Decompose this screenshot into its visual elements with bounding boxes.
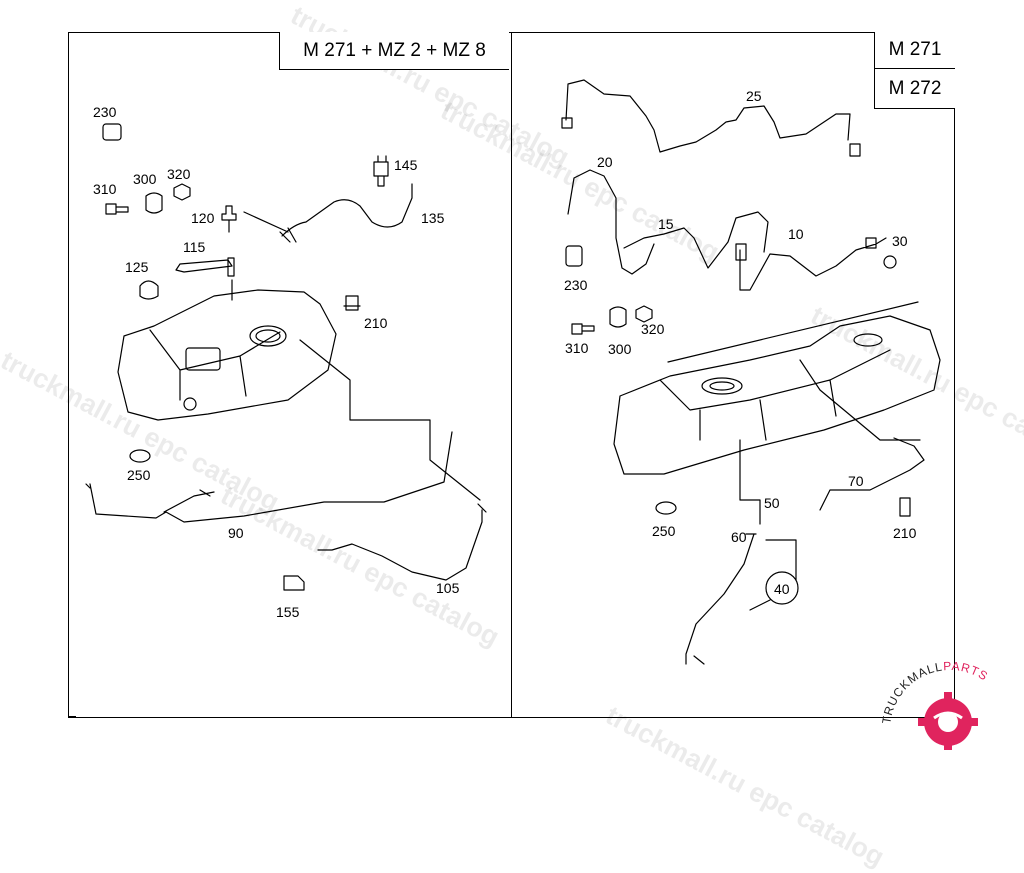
part-250-pad (129, 449, 151, 463)
fuel-tank-left (117, 289, 337, 421)
part-number-label: 230 (564, 277, 588, 293)
part-20-line (567, 169, 655, 275)
part-number-label: 135 (421, 210, 445, 226)
part-15-line (623, 211, 769, 269)
part-number-label: 105 (436, 580, 460, 596)
part-number-label: 310 (565, 340, 589, 356)
part-number-label: 210 (893, 525, 917, 541)
truckmall-parts-logo: TRUCKMALLPARTS (879, 659, 1020, 752)
frame-tick (68, 716, 76, 718)
engine-variant-title-left: M 271 + MZ 2 + MZ 8 (279, 32, 509, 70)
part-115-hose (175, 257, 235, 277)
part-number-label: 30 (892, 233, 908, 249)
part-10-line (735, 237, 887, 291)
fuel-tank-right (613, 315, 941, 475)
engine-variant-title-m271: M 271 (874, 32, 955, 69)
part-number-label: 300 (608, 341, 632, 357)
part-number-label: 145 (394, 157, 418, 173)
part-310-bolt-right (571, 323, 595, 335)
part-320-nut-right (635, 305, 653, 323)
part-90-line (85, 431, 453, 523)
part-number-label: 120 (191, 210, 215, 226)
part-30-ring (883, 255, 897, 269)
part-number-label: 70 (848, 473, 864, 489)
part-230-clip (102, 123, 122, 141)
part-number-label: 25 (746, 88, 762, 104)
part-number-label: 300 (133, 171, 157, 187)
part-310-bolt (105, 203, 129, 215)
part-number-label: 250 (652, 523, 676, 539)
part-number-label: 10 (788, 226, 804, 242)
part-155-connector (283, 575, 305, 591)
part-210-bracket-right (899, 497, 911, 517)
part-number-label: 155 (276, 604, 300, 620)
part-50-hose (739, 439, 761, 525)
part-number-label: 210 (364, 315, 388, 331)
part-70-line (819, 437, 925, 511)
part-120-sensor (221, 205, 237, 233)
part-300-grommet-right (609, 306, 627, 328)
part-number-label: 320 (167, 166, 191, 182)
part-230-clip-right (565, 245, 583, 267)
part-320-nut (173, 183, 191, 201)
part-number-label: 20 (597, 154, 613, 170)
part-number-label: 125 (125, 259, 149, 275)
part-125-clamp (139, 280, 159, 300)
part-number-label: 90 (228, 525, 244, 541)
panel-divider (511, 32, 512, 718)
part-210-bracket (343, 295, 361, 311)
part-number-label: 15 (658, 216, 674, 232)
part-60-filler-line (685, 533, 757, 665)
part-number-label: 320 (641, 321, 665, 337)
part-40-callout-circle (765, 571, 799, 605)
part-number-label: 310 (93, 181, 117, 197)
logo-text-accent: PARTS (943, 660, 991, 684)
part-105-line (317, 503, 487, 581)
parts-line-drawing (85, 79, 941, 665)
part-number-label: 250 (127, 467, 151, 483)
part-number-label: 230 (93, 104, 117, 120)
gear-logo-icon: TRUCKMALLPARTS (879, 659, 991, 752)
part-135-line (279, 183, 413, 243)
part-145-valve (373, 155, 389, 187)
engine-variant-title-m272: M 272 (874, 69, 955, 109)
part-number-label: 60 (731, 529, 747, 545)
part-number-label: 115 (183, 239, 206, 255)
part-number-label: 40 (774, 581, 790, 597)
part-number-label: 50 (764, 495, 780, 511)
part-25-line (561, 79, 861, 157)
part-250-pad-right (655, 501, 677, 515)
part-300-grommet (145, 192, 163, 214)
